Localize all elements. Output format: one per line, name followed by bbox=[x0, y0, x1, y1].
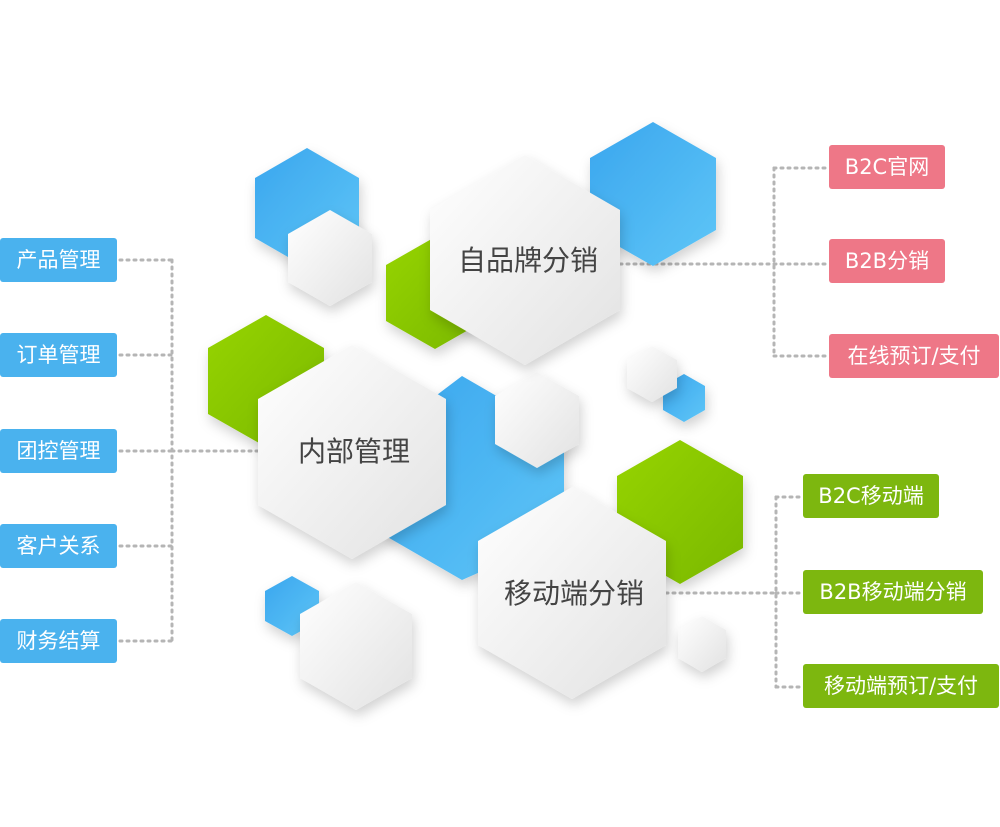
hex-white-bottomleft bbox=[300, 582, 412, 710]
hex-white-tiny-bottom bbox=[678, 616, 726, 672]
hex-white-tiny-right bbox=[627, 346, 677, 402]
left-connectors bbox=[118, 258, 260, 643]
tag-online-booking: 在线预订/支付 bbox=[829, 334, 999, 378]
hex-internal bbox=[258, 345, 446, 559]
right-top-connectors bbox=[618, 166, 830, 358]
hex-white-small-center bbox=[495, 372, 579, 468]
node-brand-label: 自品牌分销 bbox=[458, 244, 598, 277]
tag-product-management: 产品管理 bbox=[0, 238, 117, 282]
tag-b2c-website: B2C官网 bbox=[829, 145, 945, 189]
tag-b2b-distribution: B2B分销 bbox=[829, 239, 945, 283]
hex-mobile bbox=[478, 487, 666, 699]
hex-white-small-topleft bbox=[288, 210, 372, 306]
tag-b2c-mobile: B2C移动端 bbox=[803, 474, 939, 518]
hex-brand bbox=[430, 155, 620, 365]
tag-b2b-mobile-distribution: B2B移动端分销 bbox=[803, 570, 983, 614]
tag-order-management: 订单管理 bbox=[0, 333, 117, 377]
tag-group-management: 团控管理 bbox=[0, 429, 117, 473]
hex-blue-topright bbox=[590, 122, 716, 266]
node-mobile-label: 移动端分销 bbox=[504, 577, 644, 610]
right-bottom-connectors bbox=[664, 495, 804, 689]
tag-mobile-booking: 移动端预订/支付 bbox=[803, 664, 999, 708]
tag-customer-relations: 客户关系 bbox=[0, 524, 117, 568]
tag-financial-settlement: 财务结算 bbox=[0, 619, 117, 663]
node-internal-label: 内部管理 bbox=[298, 435, 410, 468]
